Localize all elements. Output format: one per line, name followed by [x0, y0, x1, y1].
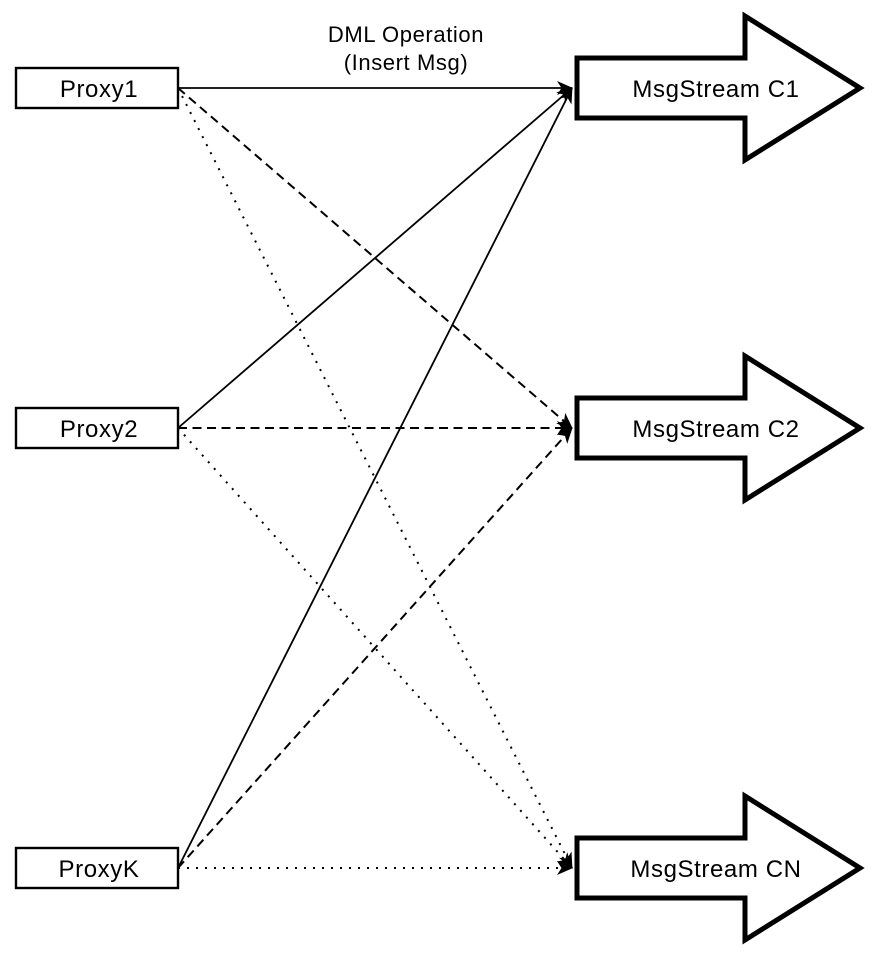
stream-node-c2: MsgStream C2	[574, 351, 865, 505]
edge-proxyk-c2	[177, 427, 573, 869]
diagram-title-line1: DML Operation	[328, 22, 484, 47]
edge-proxy2-c1	[177, 87, 573, 429]
msgstream-cn-label: MsgStream CN	[630, 856, 801, 883]
proxy-node-proxyk: ProxyK	[14, 846, 180, 890]
msgstream-c1-label: MsgStream C1	[632, 76, 799, 103]
edge-proxy1-cn	[177, 87, 573, 869]
proxy-node-proxy1: Proxy1	[14, 66, 180, 110]
proxyk-box	[14, 846, 180, 890]
msgstream-cn-arrow	[574, 791, 865, 945]
proxyk-label: ProxyK	[59, 856, 140, 883]
proxy1-label: Proxy1	[60, 76, 138, 103]
msgstream-c2-label: MsgStream C2	[632, 416, 799, 443]
stream-node-cn: MsgStream CN	[574, 791, 865, 945]
msgstream-c2-arrow	[574, 351, 865, 505]
msgstream-c1-arrow	[574, 11, 865, 165]
edge-layer	[177, 81, 573, 875]
stream-node-c1: MsgStream C1	[574, 11, 865, 165]
proxy-node-proxy2: Proxy2	[14, 406, 180, 450]
diagram-title-line2: (Insert Msg)	[344, 50, 469, 75]
proxy2-box	[14, 406, 180, 450]
edge-proxyk-c1	[177, 87, 573, 869]
proxy2-label: Proxy2	[60, 416, 138, 443]
proxy1-box	[14, 66, 180, 110]
